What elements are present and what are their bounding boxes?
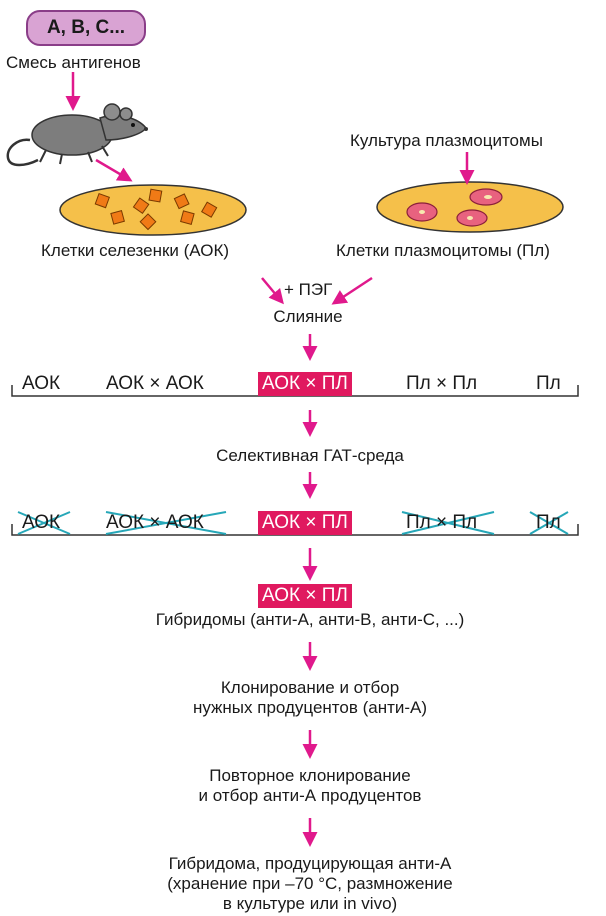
row2-pl-x-pl: Пл × Пл bbox=[406, 512, 478, 533]
row2-hybrid-highlight: АОК × ПЛ bbox=[258, 511, 352, 535]
final-line3: в культуре или in vivo) bbox=[222, 894, 398, 913]
row1-pl-x-pl: Пл × Пл bbox=[406, 373, 478, 394]
flow-arrows bbox=[65, 72, 475, 847]
fusion-label: Слияние bbox=[273, 307, 343, 326]
hybridomas-label: Гибридомы (анти-А, анти-В, анти-С, ...) bbox=[155, 610, 465, 629]
plasmacytoma-cells-label: Клетки плазмоцитомы (Пл) bbox=[336, 241, 550, 260]
row2-pl: Пл bbox=[536, 512, 561, 533]
row1-pl: Пл bbox=[536, 373, 561, 394]
recloning-line1: Повторное клонирование bbox=[209, 766, 411, 785]
spleen-cells-label: Клетки селезенки (АОК) bbox=[41, 241, 230, 260]
row1-bracket bbox=[11, 385, 579, 397]
row1-aok-x-aok: АОК × АОК bbox=[106, 373, 204, 394]
mouse-icon bbox=[6, 103, 148, 167]
selective-medium-label: Селективная ГАТ-среда bbox=[216, 446, 404, 465]
cloning-line2: нужных продуцентов (анти-А) bbox=[192, 698, 428, 717]
antigen-mix-label: Смесь антигенов bbox=[6, 53, 141, 72]
row2-aok-x-aok: АОК × АОК bbox=[106, 512, 204, 533]
peg-label: + ПЭГ bbox=[284, 280, 333, 299]
final-line2: (хранение при –70 °С, размножение bbox=[167, 874, 453, 893]
cloning-line1: Клонирование и отбор bbox=[220, 678, 400, 697]
plasmacytoma-culture-label: Культура плазмоцитомы bbox=[350, 131, 543, 150]
row2-bracket bbox=[11, 524, 579, 536]
recloning-line2: и отбор анти-А продуцентов bbox=[198, 786, 422, 805]
antigen-pill: A, B, C... bbox=[26, 10, 146, 46]
row1-aok: АОК bbox=[22, 373, 61, 394]
spleen-cells-dish bbox=[59, 184, 247, 236]
plasmacytoma-cells-dish bbox=[376, 181, 564, 233]
cross-out-marks bbox=[17, 511, 569, 535]
row1-hybrid-highlight: АОК × ПЛ bbox=[258, 372, 352, 396]
hybrid-box: АОК × ПЛ bbox=[258, 584, 352, 608]
row2-aok: АОК bbox=[22, 512, 61, 533]
final-line1: Гибридома, продуцирующая анти-А bbox=[168, 854, 452, 873]
